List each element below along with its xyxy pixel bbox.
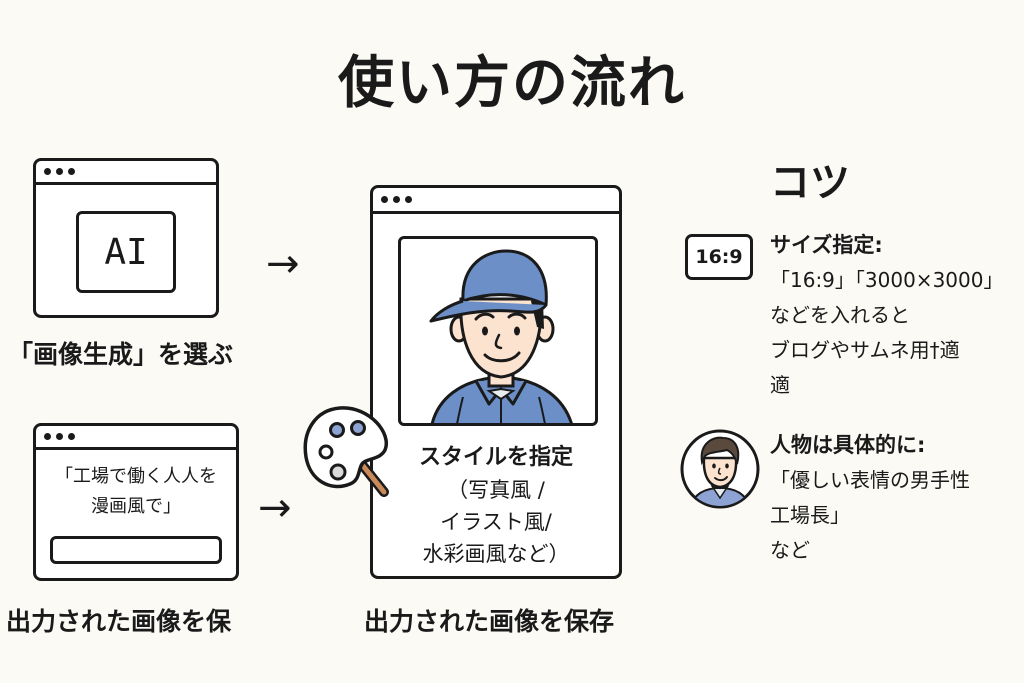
tip-line: 工場長」 (770, 503, 850, 527)
aspect-ratio-badge-icon: 16:9 (685, 234, 753, 280)
tip-heading: サイズ指定: (770, 233, 883, 257)
tip-size-specification: サイズ指定: 「16:9」「3000×3000」 などを入れると ブログやサムネ… (770, 228, 1003, 403)
prompt-input[interactable] (50, 536, 222, 564)
tip-line: 「16:9」「3000×3000」 (770, 268, 1004, 292)
window-title-bar (36, 426, 236, 450)
window-dot-icon (56, 433, 63, 440)
tip-line: ブログやサムネ用†適 (770, 338, 960, 362)
paint-palette-icon (303, 406, 389, 497)
style-option-line: 水彩画風など） (422, 542, 570, 566)
generated-image-frame[interactable] (398, 236, 598, 426)
person-avatar-icon (680, 429, 760, 509)
window-dot-icon (44, 433, 51, 440)
tips-title: コツ (770, 160, 850, 206)
tip-line: 「優しい表情の男手性 (770, 468, 970, 492)
window-title-bar (36, 161, 216, 185)
tip-line: などを入れると (770, 303, 910, 327)
step-output-window: スタイルを指定 （写真風 / イラスト風/ 水彩画風など） (370, 185, 622, 579)
window-dot-icon (405, 196, 412, 203)
arrow-right-icon: → (258, 485, 292, 531)
step-save-caption-truncated: 出力された画像を保 (6, 607, 232, 636)
window-dot-icon (393, 196, 400, 203)
style-option-line: （写真風 / (447, 478, 545, 502)
step-save-image-caption: 出力された画像を保存 (364, 607, 615, 636)
window-dot-icon (44, 168, 51, 175)
tip-heading: 人物は具体的に: (770, 433, 926, 457)
ai-icon-label: AI (104, 231, 148, 273)
badge-text: 16:9 (695, 246, 743, 268)
prompt-line: 漫画風で」 (91, 496, 181, 517)
step-ai-window: AI (33, 158, 219, 318)
factory-worker-illustration (429, 249, 573, 423)
prompt-line: 「工場で働く人人を (55, 466, 217, 487)
arrow-right-icon: → (266, 241, 300, 287)
page-title: 使い方の流れ (338, 51, 686, 116)
prompt-example-text: 「工場で働く人人を 漫画風で」 (36, 462, 236, 522)
step-prompt-window: 「工場で働く人人を 漫画風で」 (33, 423, 239, 581)
window-dot-icon (68, 168, 75, 175)
style-instructions: スタイルを指定 （写真風 / イラスト風/ 水彩画風など） (373, 442, 619, 570)
window-dot-icon (56, 168, 63, 175)
ai-icon[interactable]: AI (76, 211, 176, 293)
step-select-image-generation-caption: 「画像生成」を選ぶ (8, 340, 234, 369)
window-dot-icon (381, 196, 388, 203)
style-heading: スタイルを指定 (418, 445, 573, 470)
window-dot-icon (68, 433, 75, 440)
tip-line: 適 (770, 373, 790, 397)
window-title-bar (373, 188, 619, 214)
style-option-line: イラスト風/ (440, 510, 552, 534)
tip-line: など (770, 538, 810, 562)
tip-person-specific: 人物は具体的に: 「優しい表情の男手性 工場長」 など (770, 428, 970, 568)
